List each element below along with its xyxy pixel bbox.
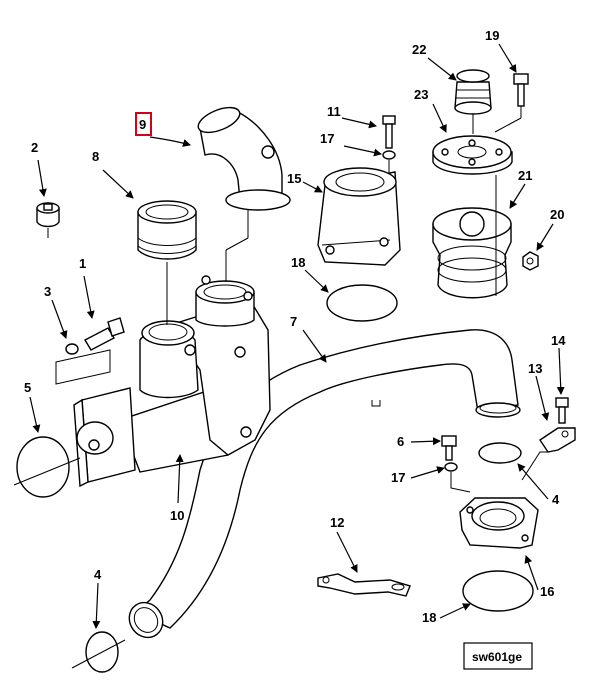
callout-18-top[interactable]: 18 xyxy=(291,255,305,270)
callout-20[interactable]: 20 xyxy=(550,207,564,222)
flange-16 xyxy=(459,497,539,549)
callout-10[interactable]: 10 xyxy=(170,508,184,523)
callout-22[interactable]: 22 xyxy=(412,42,426,57)
callout-7[interactable]: 7 xyxy=(290,314,297,329)
callout-4-right[interactable]: 4 xyxy=(552,492,560,507)
bracket-13 xyxy=(539,427,576,453)
plug-2 xyxy=(36,202,60,238)
callout-17-top[interactable]: 17 xyxy=(320,131,334,146)
callout-18-bottom[interactable]: 18 xyxy=(422,610,436,625)
nipple-22 xyxy=(454,69,492,134)
housing-15 xyxy=(317,167,401,266)
bolt-11 xyxy=(382,115,396,149)
callout-13[interactable]: 13 xyxy=(528,361,542,376)
callout-17-bottom[interactable]: 17 xyxy=(391,470,405,485)
washer-17-bottom xyxy=(444,462,458,472)
bolt-14 xyxy=(555,397,569,424)
callout-1[interactable]: 1 xyxy=(79,256,86,271)
washer-3 xyxy=(65,343,79,355)
elbow-9 xyxy=(197,106,291,282)
bolt-1 xyxy=(84,317,125,351)
callout-19[interactable]: 19 xyxy=(485,28,499,43)
callout-labels: 9 8 2 1 3 5 10 7 11 17 15 18 22 19 23 21… xyxy=(24,28,566,625)
callout-2[interactable]: 2 xyxy=(31,140,38,155)
sleeve-8 xyxy=(137,200,197,325)
nut-20 xyxy=(522,251,539,271)
strap-12 xyxy=(317,573,411,597)
callout-4-bottom[interactable]: 4 xyxy=(94,567,102,582)
bolt-6 xyxy=(441,435,457,461)
callout-14[interactable]: 14 xyxy=(551,333,566,348)
drawing-id: sw601ge xyxy=(472,650,522,664)
gasket-18-top xyxy=(326,284,398,322)
valve-body-21 xyxy=(432,175,512,299)
pump-body xyxy=(73,275,271,488)
callout-6[interactable]: 6 xyxy=(397,434,404,449)
bolt-19 xyxy=(494,73,529,133)
highlight-box xyxy=(135,112,152,136)
callout-3[interactable]: 3 xyxy=(44,284,51,299)
drawing-id-box xyxy=(463,642,533,670)
gasket-18-bottom xyxy=(462,570,534,612)
callout-11[interactable]: 11 xyxy=(327,104,341,119)
callout-23[interactable]: 23 xyxy=(414,87,428,102)
callout-9[interactable]: 9 xyxy=(139,117,146,132)
callout-5[interactable]: 5 xyxy=(24,380,31,395)
callout-8[interactable]: 8 xyxy=(92,149,99,164)
flange-23 xyxy=(432,135,513,175)
gasket-4-right xyxy=(478,442,522,464)
callout-12[interactable]: 12 xyxy=(330,515,344,530)
callout-15[interactable]: 15 xyxy=(287,171,301,186)
washer-17-top xyxy=(382,150,396,160)
callout-21[interactable]: 21 xyxy=(518,168,532,183)
callout-16[interactable]: 16 xyxy=(540,584,554,599)
leader-lines xyxy=(29,43,565,629)
gasket-5 xyxy=(16,436,70,498)
